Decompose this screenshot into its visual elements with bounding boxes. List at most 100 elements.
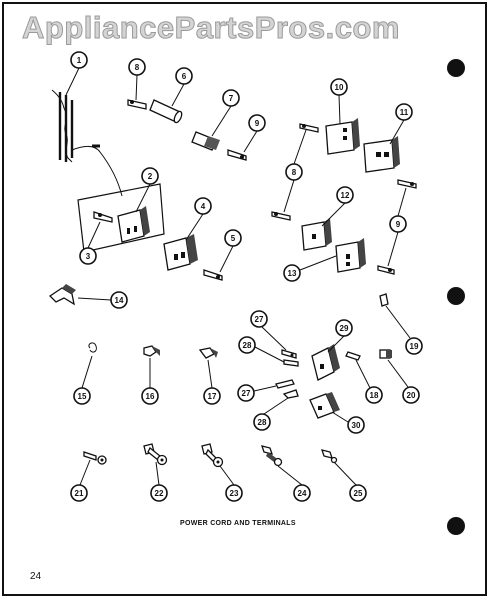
callout-number: 3	[86, 252, 91, 261]
connector-housing-29	[311, 335, 345, 381]
callout-number: 25	[354, 489, 363, 498]
power-cord-drawing	[51, 67, 123, 197]
callout-circle	[336, 186, 354, 204]
terminal-19	[379, 293, 411, 339]
callout-circle	[253, 413, 271, 431]
callout-number: 19	[410, 342, 419, 351]
diagram-caption: POWER CORD AND TERMINALS	[180, 520, 296, 527]
ring-terminal-21	[79, 451, 107, 486]
callout-c24: 24	[293, 484, 311, 502]
connector-housing-2	[117, 183, 151, 243]
terminal-27-upper	[261, 326, 297, 359]
callout-c10: 10	[330, 78, 348, 96]
callout-number: 14	[115, 296, 124, 305]
callout-circle	[141, 387, 159, 405]
terminal-18	[345, 351, 371, 389]
callout-c12: 12	[336, 186, 354, 204]
terminal-8-right-lower	[271, 179, 295, 221]
callout-circle	[110, 291, 128, 309]
callout-c7: 7	[222, 89, 240, 107]
callout-number: 17	[208, 392, 217, 401]
connector-housing-12	[301, 202, 346, 251]
callout-c4: 4	[194, 197, 212, 215]
callout-circle	[248, 114, 266, 132]
callout-circle	[237, 384, 255, 402]
terminal-28-lower	[263, 389, 299, 415]
callout-number: 21	[75, 489, 84, 498]
ring-terminal-25	[321, 449, 357, 486]
callout-number: 5	[231, 234, 236, 243]
callout-number: 27	[255, 315, 264, 324]
callout-c1: 1	[70, 51, 88, 69]
callout-c30: 30	[347, 416, 365, 434]
callout-circle	[347, 416, 365, 434]
callout-number: 6	[182, 72, 187, 81]
callout-c3: 3	[79, 247, 97, 265]
callout-circle	[365, 386, 383, 404]
callout-c9b: 9	[389, 215, 407, 233]
callout-c19: 19	[405, 337, 423, 355]
callout-number: 11	[400, 108, 409, 117]
callout-number: 8	[135, 63, 140, 72]
callout-number: 15	[78, 392, 87, 401]
callout-c27a: 27	[250, 310, 268, 328]
callout-circle	[150, 484, 168, 502]
terminal-15	[81, 342, 97, 389]
callout-number: 29	[340, 324, 349, 333]
callout-c13: 13	[283, 264, 301, 282]
callout-c27b: 27	[237, 384, 255, 402]
connector-housing-10	[325, 94, 360, 155]
callout-circle	[283, 264, 301, 282]
callout-circle	[194, 197, 212, 215]
callout-c17: 17	[203, 387, 221, 405]
watermark-text: AppliancePartsPros.com	[22, 10, 400, 46]
binder-hole-middle	[447, 287, 465, 305]
callout-circle	[402, 386, 420, 404]
page-number: 24	[30, 571, 42, 582]
assembly-box	[77, 183, 165, 253]
callout-number: 1	[77, 56, 82, 65]
callout-number: 13	[288, 269, 297, 278]
callout-number: 10	[335, 83, 344, 92]
cord-clip-14	[48, 284, 112, 306]
callout-c11: 11	[395, 103, 413, 121]
callout-circle	[128, 58, 146, 76]
callout-circle	[73, 387, 91, 405]
terminal-5	[203, 245, 234, 281]
terminal-28-upper	[254, 346, 299, 367]
callout-circle	[395, 103, 413, 121]
terminal-17	[198, 347, 218, 389]
callout-c9a: 9	[248, 114, 266, 132]
callout-c15: 15	[73, 387, 91, 405]
callout-c18: 18	[365, 386, 383, 404]
callout-circle	[222, 89, 240, 107]
connector-housing-11	[363, 119, 405, 173]
callout-c29: 29	[335, 319, 353, 337]
callout-c21: 21	[70, 484, 88, 502]
ring-terminal-23	[201, 443, 235, 486]
callout-circle	[225, 484, 243, 502]
terminal-16	[143, 345, 160, 388]
callout-circle	[330, 78, 348, 96]
callout-c6: 6	[175, 67, 193, 85]
callout-number: 27	[242, 389, 251, 398]
callout-c28a: 28	[238, 336, 256, 354]
terminal-20	[379, 349, 409, 388]
callout-c8b: 8	[285, 163, 303, 181]
connector-housing-13	[299, 238, 366, 273]
callout-number: 28	[243, 341, 252, 350]
callout-c20: 20	[402, 386, 420, 404]
callout-c2: 2	[141, 167, 159, 185]
binder-hole-top	[447, 59, 465, 77]
callout-c23: 23	[225, 484, 243, 502]
callout-circle	[335, 319, 353, 337]
callout-circle	[175, 67, 193, 85]
callout-circle	[70, 51, 88, 69]
callout-circle	[238, 336, 256, 354]
sleeve-7	[191, 105, 232, 151]
callout-circle	[250, 310, 268, 328]
callout-number: 22	[155, 489, 164, 498]
ring-terminal-22	[143, 443, 168, 486]
